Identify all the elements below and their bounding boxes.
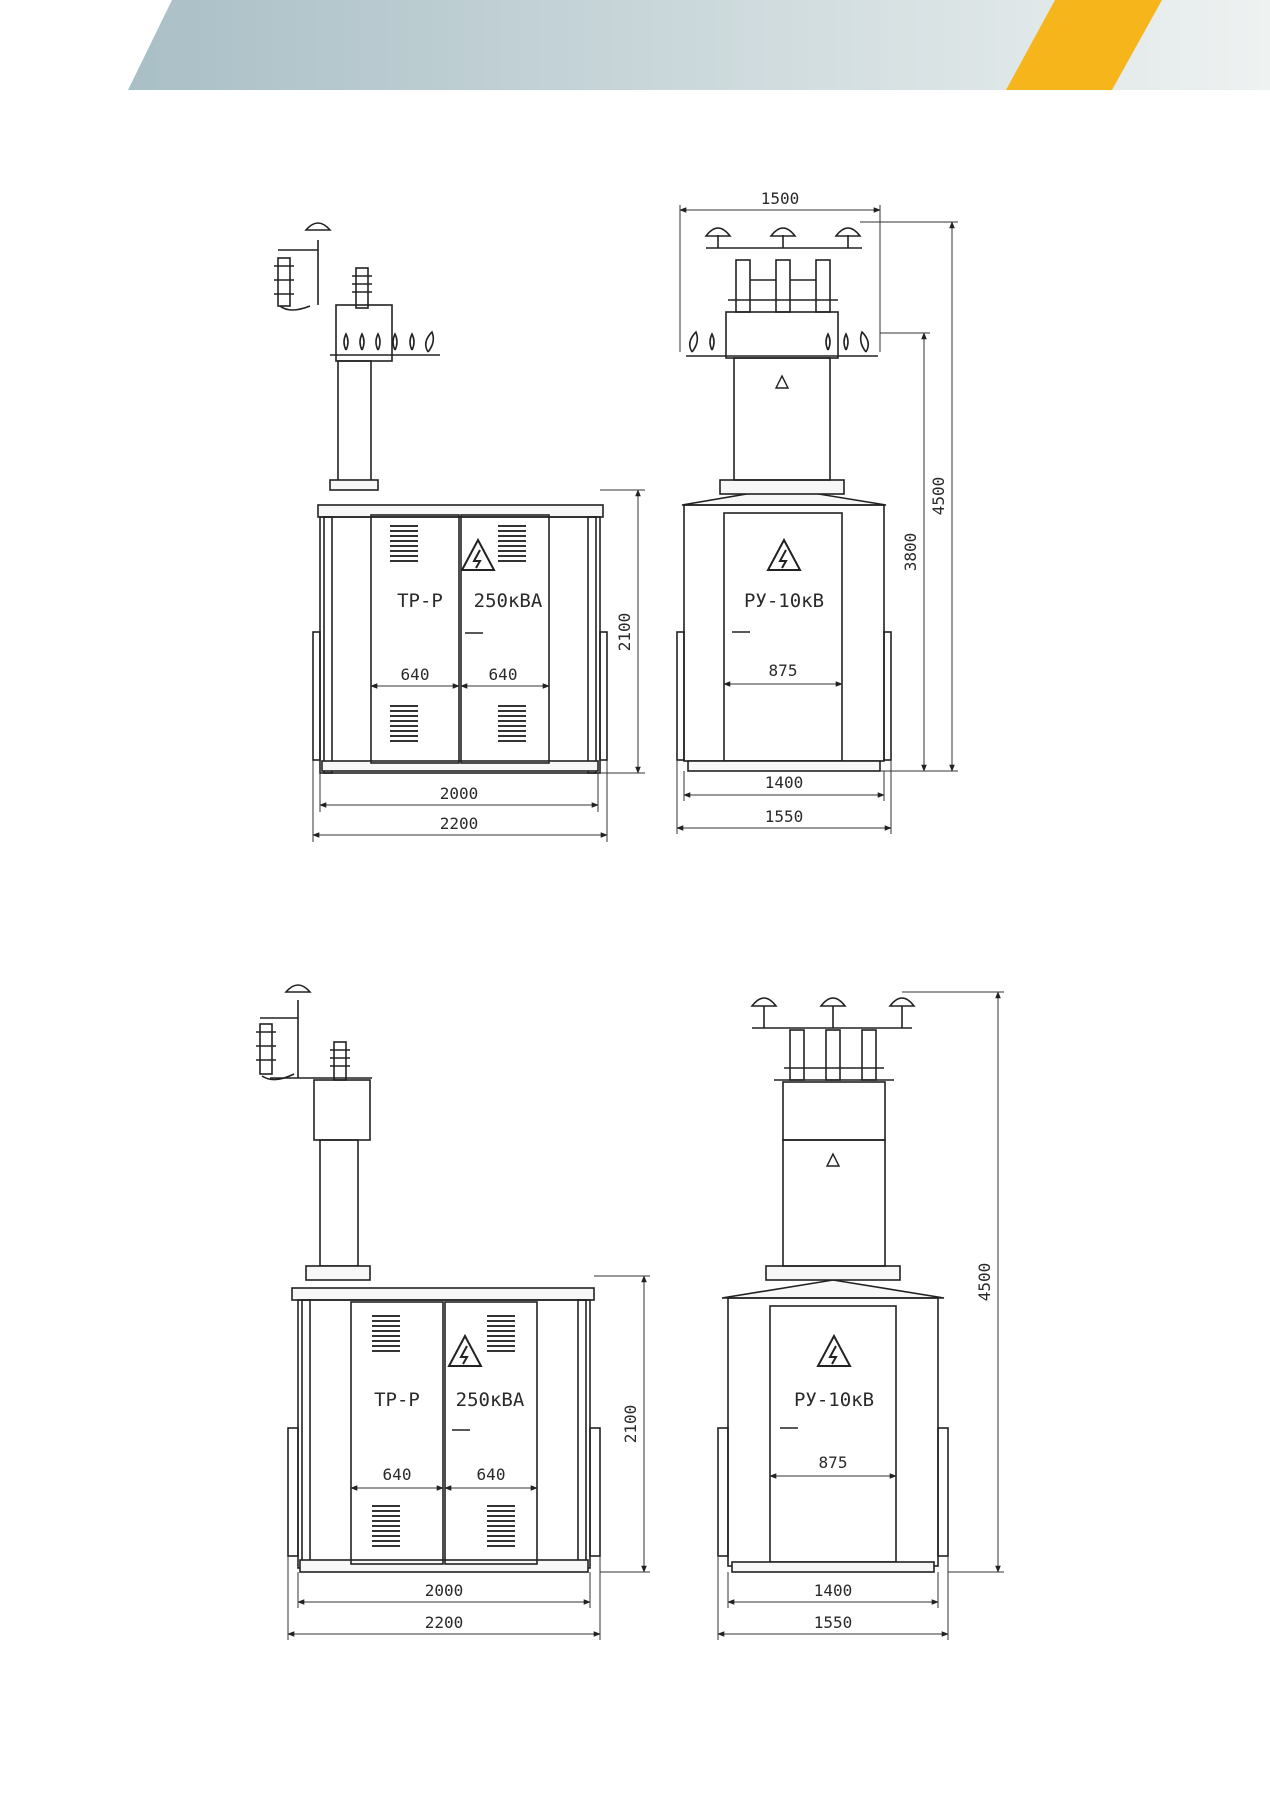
bushings-side xyxy=(688,330,870,353)
dim-total-height: 4500 xyxy=(929,477,948,516)
pole-insulator xyxy=(260,984,312,1078)
label-ru: РУ-10кВ xyxy=(744,590,824,612)
side-panel-right xyxy=(589,1427,601,1557)
door-right xyxy=(444,1301,538,1565)
terminal-box xyxy=(313,1079,371,1141)
side-post-right xyxy=(587,516,597,774)
side-panel-left xyxy=(676,631,685,761)
side-panel-left xyxy=(312,631,321,761)
base xyxy=(321,760,599,772)
label-ru: РУ-10кВ xyxy=(794,1389,874,1411)
fuse-disconnector xyxy=(256,1023,295,1081)
banner-yellow-stripe xyxy=(1006,0,1162,90)
vent-bottom-right xyxy=(498,702,526,744)
bottom-left-view: ТР-Р 250кВА 640 640 2100 xyxy=(256,984,650,1640)
high-voltage-warning-icon xyxy=(816,1333,852,1367)
dim-inner-width: 1400 xyxy=(765,773,804,792)
dim-door-right: 640 xyxy=(477,1465,506,1484)
warning-small-icon xyxy=(825,1152,841,1167)
label-tr-r: ТР-Р xyxy=(374,1389,420,1411)
column-flange xyxy=(329,479,379,491)
dim-inner-width: 2000 xyxy=(440,784,479,803)
switchgear-head xyxy=(782,1081,886,1141)
warning-small-icon xyxy=(774,374,790,389)
pole-insulator xyxy=(278,222,332,305)
column xyxy=(337,360,372,487)
side-panel-left xyxy=(287,1427,299,1557)
dim-door: 875 xyxy=(819,1453,848,1472)
side-panel-left xyxy=(717,1427,729,1557)
high-voltage-warning-icon xyxy=(447,1333,483,1367)
label-power: 250кВА xyxy=(456,1389,525,1411)
dim-terminal-height: 3800 xyxy=(901,533,920,572)
header-banner xyxy=(128,0,1270,90)
high-voltage-warning-icon xyxy=(766,537,802,571)
banner-band xyxy=(128,0,1270,90)
label-power: 250кВА xyxy=(474,590,543,612)
label-tr-r: ТР-Р xyxy=(397,590,443,612)
dim-outer-width: 1550 xyxy=(814,1613,853,1632)
dim-height: 2100 xyxy=(621,1405,640,1444)
disconnector-switch xyxy=(728,259,838,313)
top-left-view: ТР-Р 250кВА 640 640 xyxy=(274,222,645,842)
dim-top-width: 1500 xyxy=(761,189,800,208)
switchgear-head xyxy=(725,311,839,359)
dim-door-left: 640 xyxy=(383,1465,412,1484)
dim-outer-width: 2200 xyxy=(425,1613,464,1632)
door-left xyxy=(350,1301,444,1565)
top-insulators xyxy=(750,997,916,1028)
dim-door-right: 640 xyxy=(489,665,518,684)
vent-top-left xyxy=(372,1313,400,1355)
cabinet-body xyxy=(297,1299,591,1569)
dim-inner-width: 2000 xyxy=(425,1581,464,1600)
vent-top-right xyxy=(498,525,526,565)
top-right-view: РУ-10кВ 875 xyxy=(676,189,958,834)
bushings-row xyxy=(343,330,435,353)
surge-arrester xyxy=(330,1041,350,1081)
base xyxy=(731,1561,935,1573)
door-left xyxy=(370,514,460,764)
bottom-right-view: РУ-10кВ 875 4500 xyxy=(717,991,1004,1640)
dim-outer-width: 1550 xyxy=(765,807,804,826)
side-panel-right xyxy=(937,1427,949,1557)
side-post-left xyxy=(323,516,333,774)
top-insulators xyxy=(704,227,862,248)
roof xyxy=(291,1287,595,1301)
column xyxy=(319,1139,359,1267)
side-panel-right xyxy=(599,631,608,761)
side-panel-right xyxy=(883,631,892,761)
side-post-right xyxy=(577,1299,587,1569)
dim-total-height: 4500 xyxy=(975,1263,994,1302)
dim-height: 2100 xyxy=(615,613,634,652)
column-flange xyxy=(719,479,845,495)
dim-inner-width: 1400 xyxy=(814,1581,853,1600)
dim-outer-width: 2200 xyxy=(440,814,479,833)
dim-door: 875 xyxy=(769,661,798,680)
cabinet-body xyxy=(319,516,601,774)
vent-top-right xyxy=(487,1313,515,1355)
base xyxy=(687,760,881,772)
column-flange xyxy=(305,1265,371,1281)
column-flange xyxy=(765,1265,901,1281)
vent-bottom-left xyxy=(372,1504,400,1548)
roof-peak xyxy=(721,1279,945,1299)
surge-arrester xyxy=(352,267,372,309)
vent-bottom-right xyxy=(487,1504,515,1548)
dim-door-left: 640 xyxy=(401,665,430,684)
base xyxy=(299,1559,589,1573)
high-voltage-warning-icon xyxy=(460,537,496,571)
side-post-left xyxy=(301,1299,311,1569)
fuse-disconnector xyxy=(274,257,311,311)
vent-top-left xyxy=(390,525,418,565)
vent-bottom-left xyxy=(390,702,418,744)
terminal-box xyxy=(335,304,393,362)
disconnector-switch xyxy=(784,1029,884,1081)
door-right xyxy=(460,514,550,764)
